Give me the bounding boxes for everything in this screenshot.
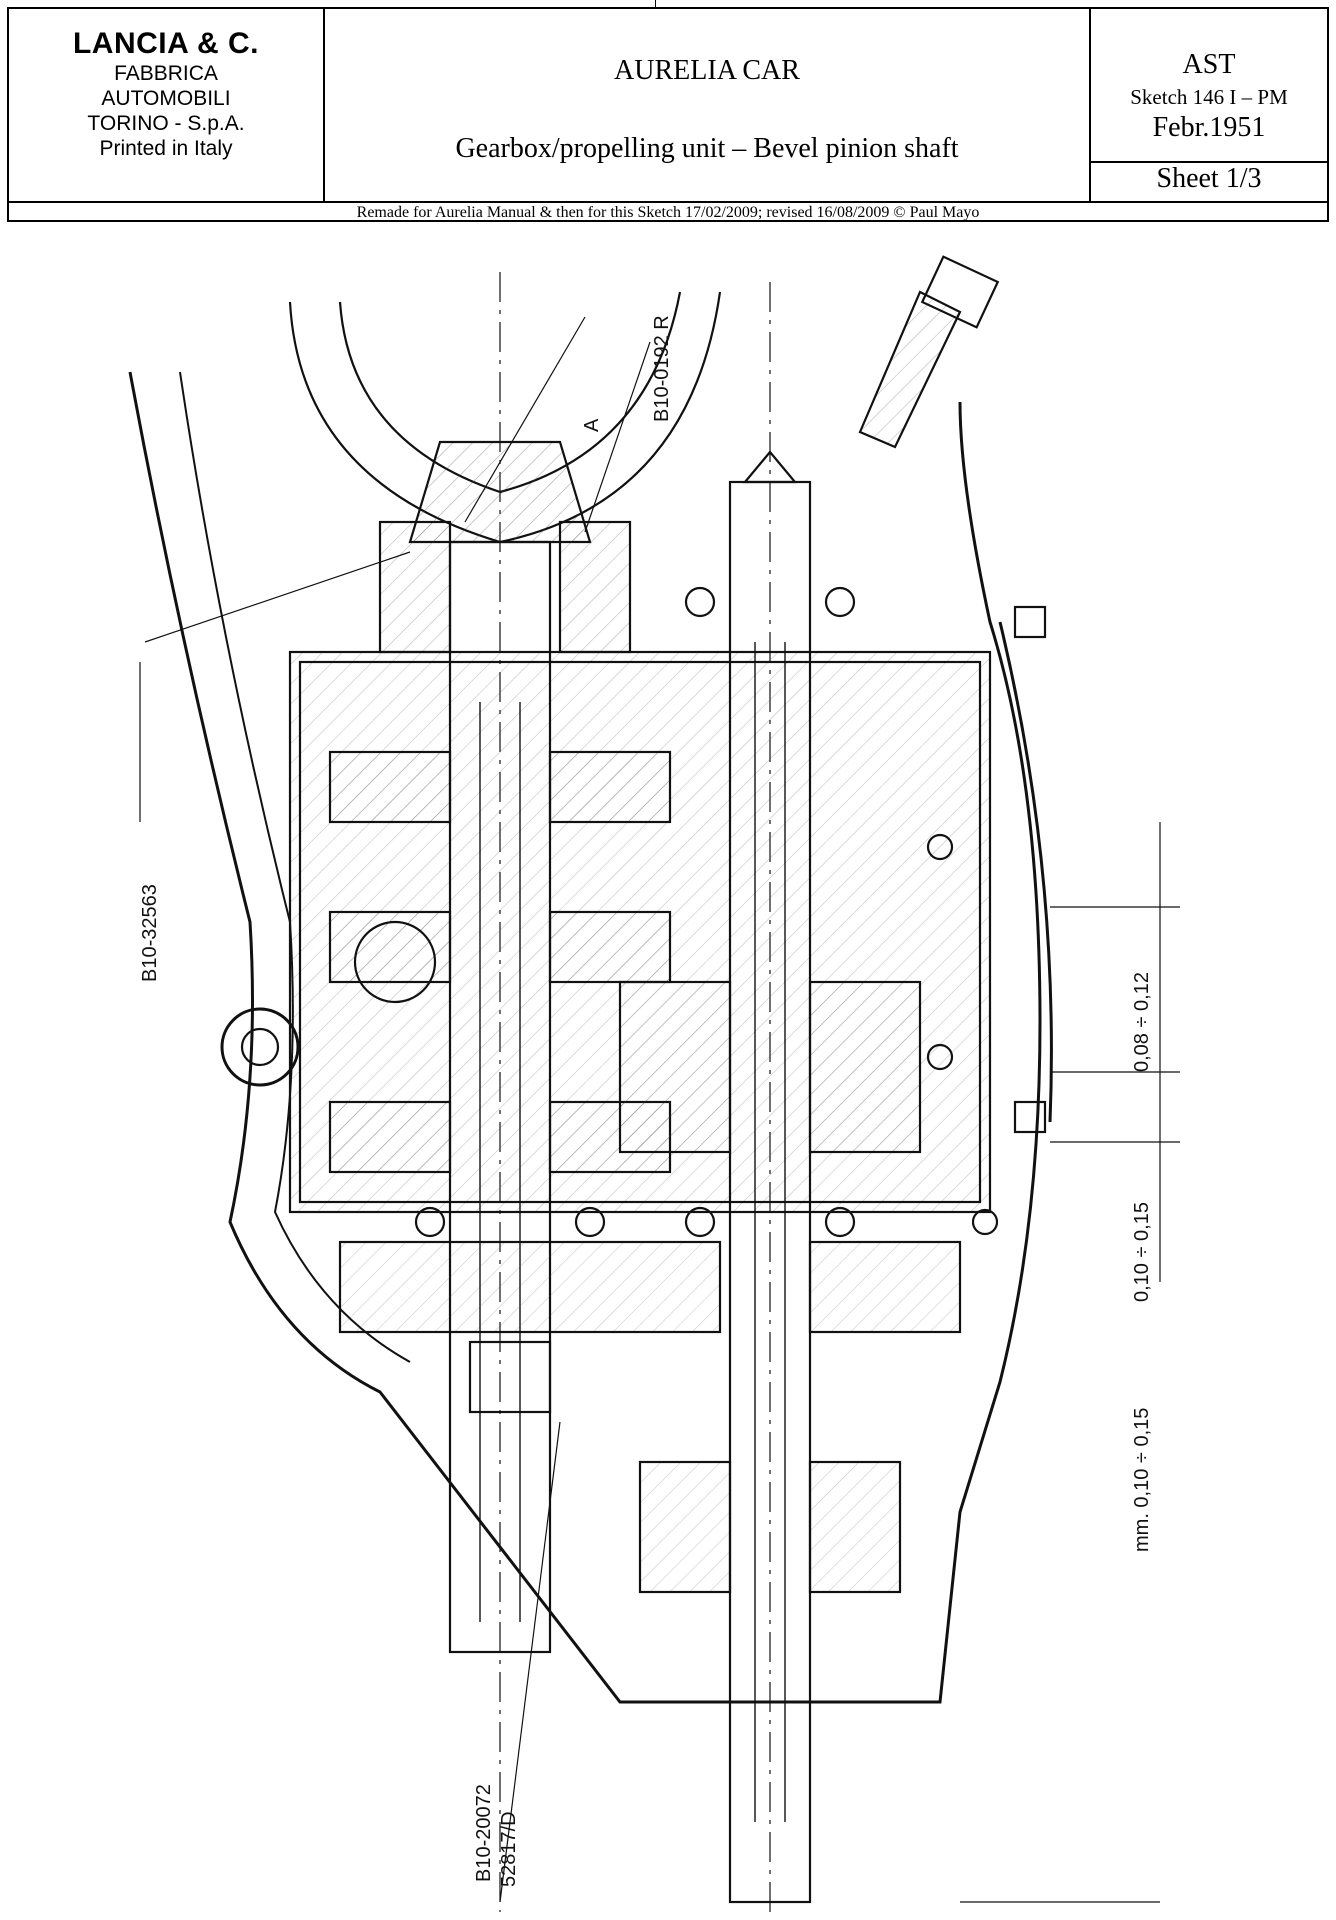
synchro-hub-left	[618, 980, 732, 1154]
drawing-labels: B10-0192 R A B10-32563 B10-20072 52817/D…	[139, 315, 1153, 1887]
pin-hole-1	[926, 833, 954, 861]
ball-bearing-5	[824, 1206, 856, 1238]
drawing-title: AURELIA CAR	[614, 55, 800, 86]
top-tick-line	[655, 0, 656, 8]
title-cell: AURELIA CAR Gearbox/propelling unit – Be…	[325, 9, 1091, 201]
label-section-a: A	[581, 418, 603, 432]
gearbox-drawing: B10-0192 R A B10-32563 B10-20072 52817/D…	[128, 255, 1180, 1912]
pinion-nut	[468, 1340, 552, 1414]
mounting-lug-hole	[240, 1027, 280, 1067]
bevel-pinion-shaft	[448, 540, 552, 1654]
leader-b10-0192r	[584, 341, 651, 533]
pin-hole-2	[926, 1043, 954, 1071]
reference-top: AST Sketch 146 I – PM Febr.1951	[1091, 9, 1327, 163]
synchro-hub-right	[808, 980, 922, 1154]
pin-hole-3	[971, 1208, 999, 1236]
dim-label-0-10-0-15: 0,10 ÷ 0,15	[1131, 1202, 1153, 1302]
company-name: LANCIA & C.	[72, 27, 260, 60]
lower-housing-left	[338, 1240, 722, 1334]
company-cell: LANCIA & C. FABBRICA AUTOMOBILI TORINO -…	[9, 9, 325, 201]
sheet-number: Sheet 1/3	[1156, 163, 1262, 194]
drawing-code: AST	[1182, 49, 1236, 80]
drawing-subtitle: Gearbox/propelling unit – Bevel pinion s…	[455, 133, 959, 164]
lower-synchro-right	[808, 1460, 902, 1594]
pinion-gear-2-right	[548, 910, 672, 984]
mounting-lug-outer	[220, 1007, 300, 1087]
label-52817d: 52817/D	[498, 1811, 520, 1887]
sketch-number: Sketch 146 I – PM	[1130, 85, 1288, 109]
ball-bearing-1	[684, 586, 716, 618]
drain-plug-circle	[353, 920, 437, 1004]
leader-lower-parts	[499, 1421, 561, 1903]
drawing-linework	[128, 255, 1180, 1912]
ball-bearing-2	[824, 586, 856, 618]
side-bolt-bottom	[1013, 1100, 1047, 1134]
breather-pipe	[858, 290, 962, 449]
main-shaft-tip	[742, 450, 798, 484]
title-block: LANCIA & C. FABBRICA AUTOMOBILI TORINO -…	[7, 7, 1329, 222]
label-b10-0192r: B10-0192 R	[651, 315, 673, 422]
pinion-gear-1-left	[328, 750, 452, 824]
lower-housing-right	[808, 1240, 962, 1334]
company-line-torino: TORINO - S.p.A.	[87, 112, 245, 135]
gearbox-casing-outer	[128, 371, 1042, 1704]
title-block-row: LANCIA & C. FABBRICA AUTOMOBILI TORINO -…	[9, 9, 1327, 201]
leader-b10-32563	[144, 551, 411, 643]
company-line-fabbrica: FABBRICA	[114, 62, 218, 85]
side-bolt-top	[1013, 605, 1047, 639]
label-b10-32563: B10-32563	[139, 884, 161, 982]
pinion-gear-1-right	[548, 750, 672, 824]
label-b10-20072: B10-20072	[473, 1784, 495, 1882]
pinion-gear-2-left	[328, 910, 452, 984]
leader-part-a	[464, 316, 586, 523]
company-line-printed: Printed in Italy	[99, 137, 233, 160]
pinion-gear-3-left	[328, 1100, 452, 1174]
ball-bearing-3	[574, 1206, 606, 1238]
company-line-automobili: AUTOMOBILI	[101, 87, 231, 110]
reference-cell: AST Sketch 146 I – PM Febr.1951 Sheet 1/…	[1091, 9, 1327, 201]
drawing-date: Febr.1951	[1152, 112, 1266, 143]
lower-synchro-left	[638, 1460, 732, 1594]
breather-cap	[920, 255, 1000, 329]
dim-label-mm-0-10-0-15: mm. 0,10 ÷ 0,15	[1131, 1408, 1153, 1552]
pinion-bearing-left	[378, 520, 452, 654]
ball-bearing-6	[414, 1206, 446, 1238]
dim-label-0-08-0-12: 0,08 ÷ 0,12	[1131, 972, 1153, 1072]
credits-line: Remade for Aurelia Manual & then for thi…	[9, 201, 1327, 224]
pinion-bearing-right	[558, 520, 632, 654]
ball-bearing-4	[684, 1206, 716, 1238]
side-cover	[998, 621, 1053, 1123]
housing-inner-wall	[298, 660, 982, 1204]
